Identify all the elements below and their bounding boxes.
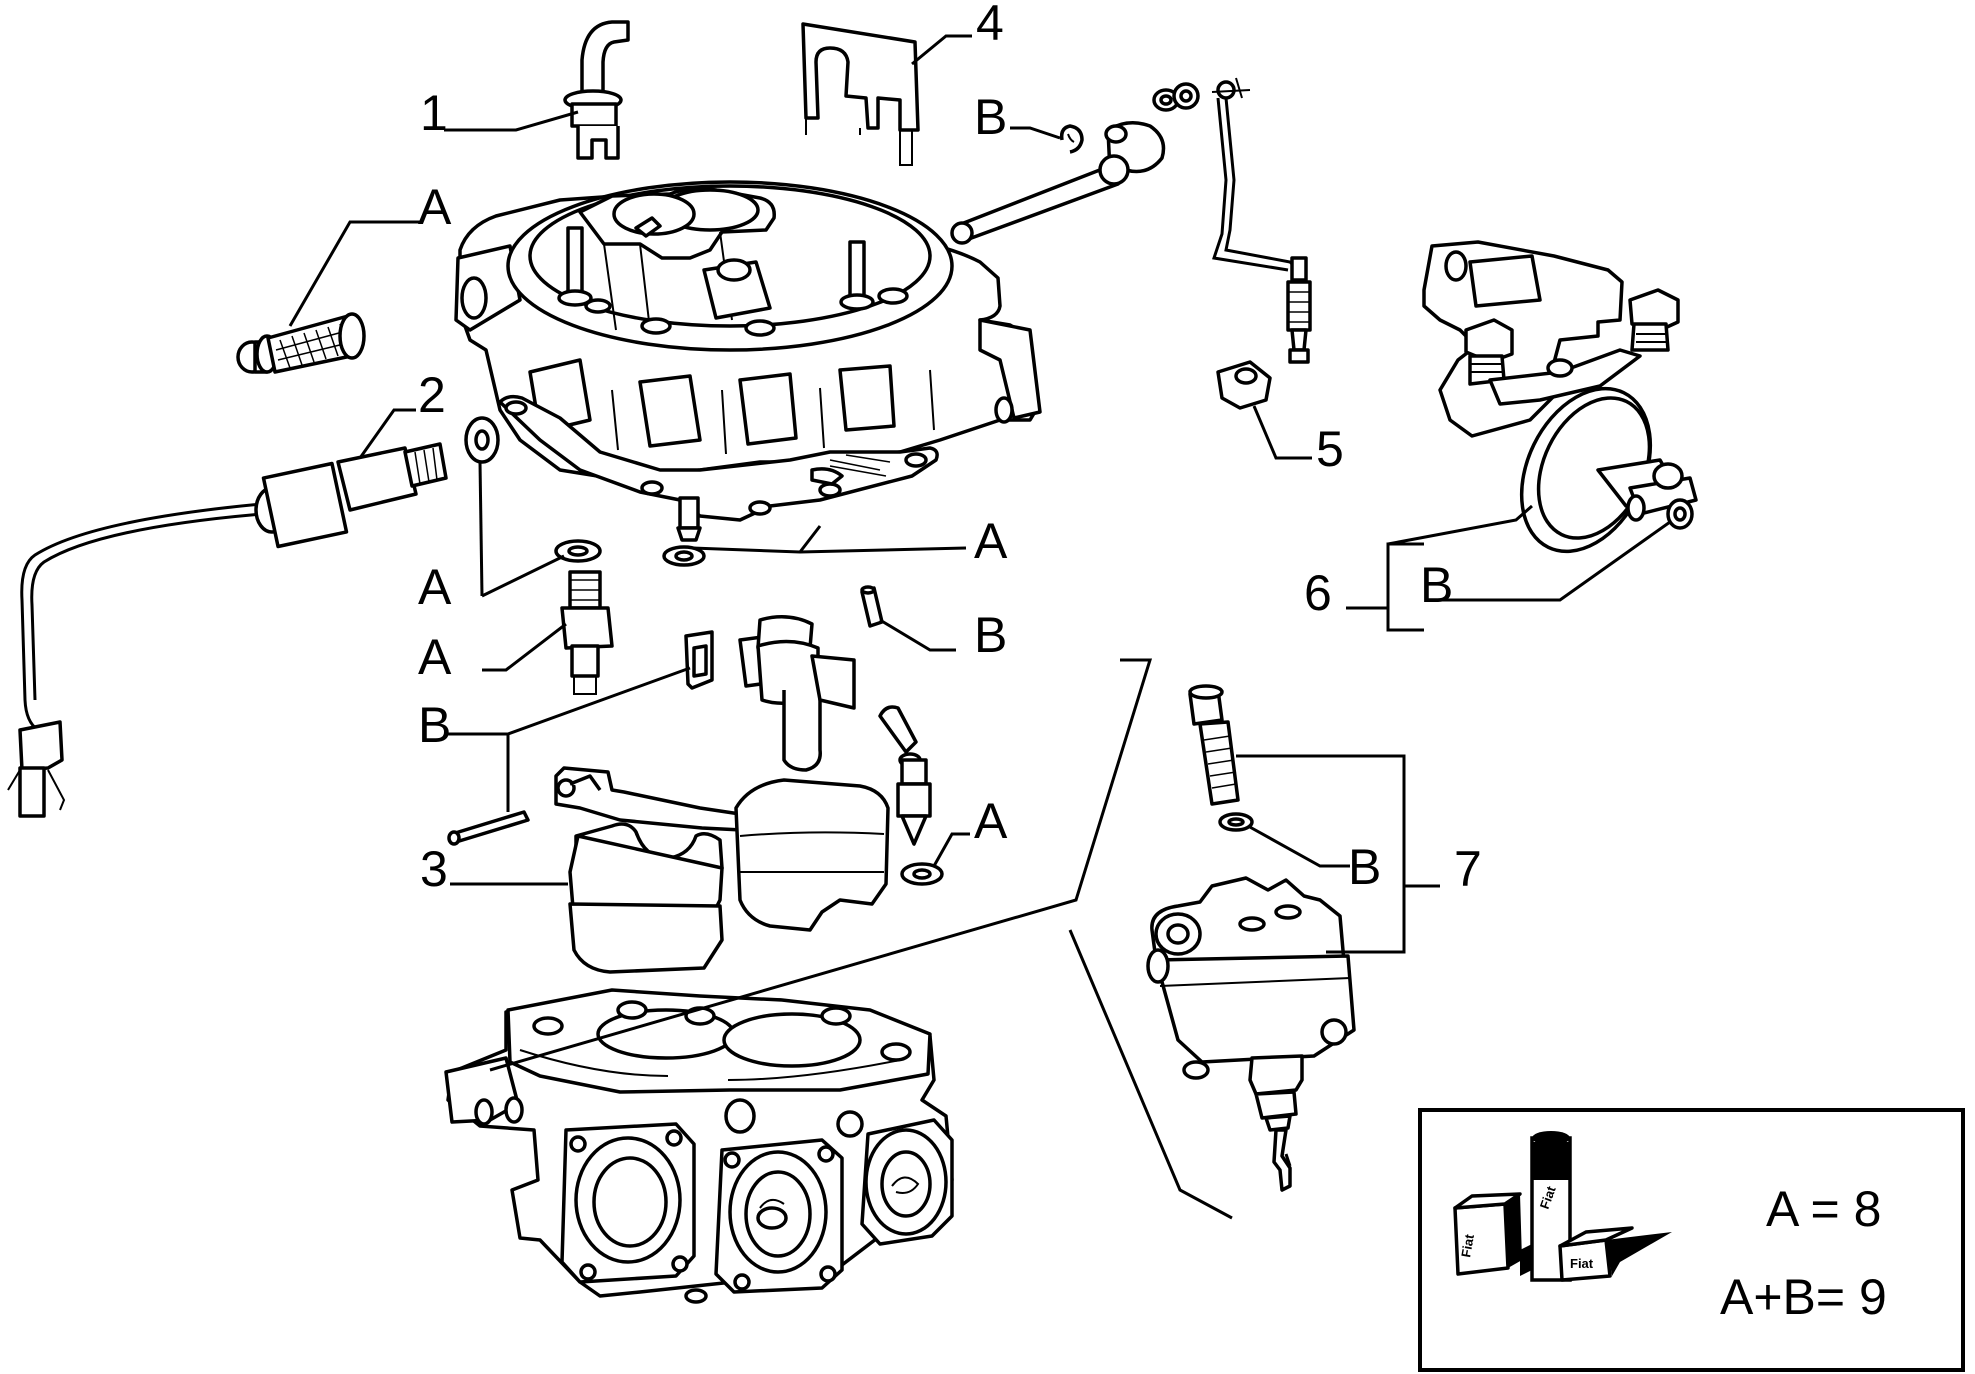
b-clip-small [684,630,714,690]
label-b-top: B [974,89,1007,145]
label-b-6: B [1420,557,1453,613]
label-7: 7 [1454,841,1482,897]
label-b-7: B [1348,839,1381,895]
washer-a-upper [554,539,602,563]
part-1-elbow-fitting [563,20,630,160]
label-5: 5 [1316,421,1344,477]
repair-kit-legend: Fiat Fiat Fiat A = 8 A+B= 9 [1418,1108,1965,1372]
part-4-cover-cap [801,22,920,166]
kit-brand-label-3: Fiat [1570,1256,1594,1271]
part-5-linkage-rod [1152,77,1312,364]
part-5-clip [1216,360,1272,410]
label-3: 3 [420,841,448,897]
label-2: 2 [418,367,446,423]
carburetor-gasket [498,394,939,542]
needle-valve-a [878,705,932,846]
label-6: 6 [1304,565,1332,621]
kit-brand-label-1: Fiat [1458,1232,1477,1258]
part-6-choke-vacuum-unit [1422,240,1698,554]
carburetor-top-body [454,180,1042,480]
throttle-shaft [950,121,1166,245]
roll-pin-b [860,585,884,628]
label-a-filter: A [418,179,452,235]
temperature-sender-a [560,570,614,695]
part-2-solenoid-valve [7,416,500,818]
washer-a-lower [900,862,944,886]
label-a-needle: A [974,793,1008,849]
washer-a-mid [662,545,706,567]
part-7-pulldown-unit [1146,684,1356,1192]
label-a-washer: A [418,559,452,615]
float-pin-b [447,810,530,846]
kit-boxes-icon: Fiat Fiat Fiat [1453,1131,1672,1282]
label-a-gasket: A [974,513,1008,569]
carburetor-main-body [444,988,954,1304]
leader-lines [288,34,1671,1220]
label-b-left: B [418,697,451,753]
label-4: 4 [976,0,1004,51]
callout-labels: 1 4 B A 2 A A B 3 A B A 5 6 B B 7 [418,0,1482,897]
kit-ab-count: A+B= 9 [1720,1269,1887,1325]
label-b-pin: B [974,607,1007,663]
circlip-b [1059,124,1084,154]
label-a-sender: A [418,629,452,685]
washer-b-part-6 [1666,498,1694,530]
part-3-float-assembly [554,766,890,974]
kit-a-count: A = 8 [1766,1181,1881,1237]
label-1: 1 [420,85,448,141]
float-hinge-bracket [738,615,856,772]
fuel-filter-a [236,312,366,374]
